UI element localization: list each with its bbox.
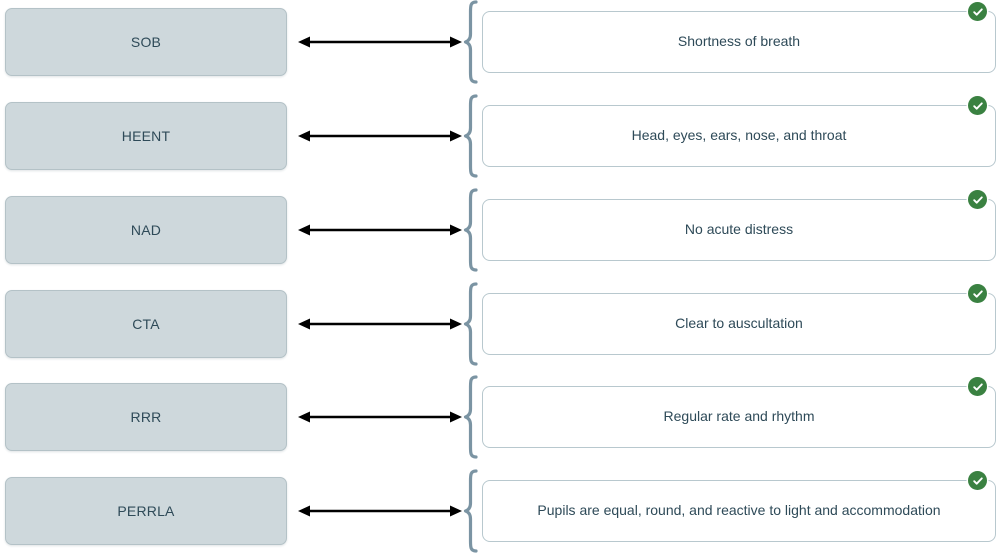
definition-text: No acute distress <box>684 221 794 238</box>
match-row: SOB Shortness of breath <box>0 0 1000 84</box>
double-arrow-icon <box>298 102 462 170</box>
term-label: HEENT <box>121 127 171 144</box>
curly-brace-icon <box>462 188 480 272</box>
term-box[interactable]: CTA <box>5 290 287 358</box>
match-row: NAD No acute distress <box>0 188 1000 272</box>
match-row: PERRLA Pupils are equal, round, and react… <box>0 469 1000 553</box>
term-label: NAD <box>130 221 162 238</box>
match-row: CTA Clear to auscultation <box>0 282 1000 366</box>
definition-text: Regular rate and rhythm <box>663 408 815 425</box>
double-arrow-icon <box>298 477 462 545</box>
check-circle-icon <box>968 377 987 396</box>
double-arrow-icon <box>298 8 462 76</box>
definition-text: Shortness of breath <box>677 33 801 50</box>
term-box[interactable]: SOB <box>5 8 287 76</box>
curly-brace-icon <box>462 0 480 84</box>
check-circle-icon <box>968 2 987 21</box>
definition-card[interactable]: Pupils are equal, round, and reactive to… <box>482 480 996 542</box>
term-box[interactable]: PERRLA <box>5 477 287 545</box>
double-arrow-icon <box>298 383 462 451</box>
term-label: CTA <box>132 315 160 332</box>
double-arrow-icon <box>298 290 462 358</box>
double-arrow-icon <box>298 196 462 264</box>
definition-card[interactable]: No acute distress <box>482 199 996 261</box>
definition-card[interactable]: Shortness of breath <box>482 11 996 73</box>
term-label: RRR <box>130 408 162 425</box>
match-row: HEENT Head, eyes, ears, nose, and throat <box>0 94 1000 178</box>
check-circle-icon <box>968 96 987 115</box>
definition-text: Head, eyes, ears, nose, and throat <box>631 127 847 144</box>
term-box[interactable]: RRR <box>5 383 287 451</box>
term-box[interactable]: HEENT <box>5 102 287 170</box>
definition-text: Pupils are equal, round, and reactive to… <box>537 502 941 519</box>
term-label: SOB <box>130 33 162 50</box>
curly-brace-icon <box>462 282 480 366</box>
term-label: PERRLA <box>117 502 175 519</box>
curly-brace-icon <box>462 469 480 553</box>
definition-card[interactable]: Clear to auscultation <box>482 293 996 355</box>
check-circle-icon <box>968 190 987 209</box>
check-circle-icon <box>968 284 987 303</box>
term-box[interactable]: NAD <box>5 196 287 264</box>
match-row: RRR Regular rate and rhythm <box>0 375 1000 459</box>
curly-brace-icon <box>462 375 480 459</box>
definition-card[interactable]: Regular rate and rhythm <box>482 386 996 448</box>
check-circle-icon <box>968 471 987 490</box>
curly-brace-icon <box>462 94 480 178</box>
definition-card[interactable]: Head, eyes, ears, nose, and throat <box>482 105 996 167</box>
definition-text: Clear to auscultation <box>675 315 803 332</box>
